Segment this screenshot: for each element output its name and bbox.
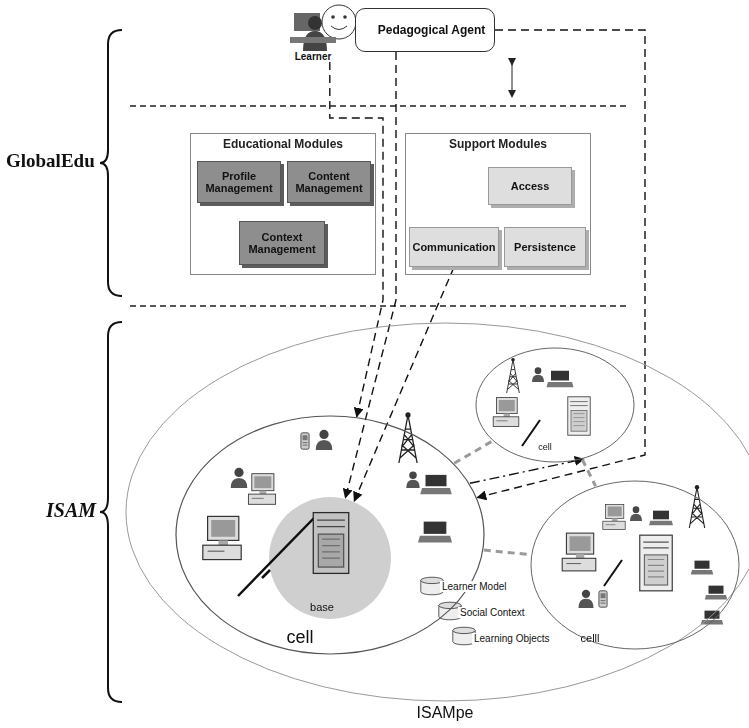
module-box: Profile Management [197,161,281,203]
antenna-tower [689,485,704,528]
label-holder: Social Context [458,602,526,620]
module-group: Educational ModulesProfile ManagementCon… [190,133,376,275]
database-label: Learner Model [440,581,508,592]
module-group: Support ModulesAccessCommunication Persis… [405,133,591,275]
database-label: Social Context [458,607,526,618]
computer-icon [203,516,241,559]
connector [454,441,492,463]
node-label: Persistence [514,241,576,253]
antenna-tower [399,412,417,463]
person-icon [630,506,642,521]
ellipse-shape [126,323,749,701]
ellipse-outline [125,322,749,702]
layer-label: GlobalEdu [4,150,97,171]
connector [354,267,454,501]
laptop-icon [705,586,728,600]
ellipse-outline [475,347,635,463]
person-icon [532,367,544,382]
brace [100,30,122,296]
computer-icon [493,398,519,427]
laptop-icon [649,511,673,526]
laptop-icon [547,371,574,388]
node-label: Profile Management [201,170,277,194]
node-label: Learner [293,51,334,62]
cell-ellipse: cell base [175,415,485,655]
database-label: Learning Objects [472,633,552,644]
computer-icon [562,533,596,571]
module-box: Content Management [287,161,371,203]
agent-box: Pedagogical Agent [355,8,495,52]
label-holder: ISAM [44,499,98,522]
ellipse-outline [530,480,740,650]
node-label: Content Management [291,170,367,194]
antenna-tower [507,358,520,393]
label-holder: GlobalEdu [4,150,97,172]
computer-icon [248,474,275,505]
ellipse-shape [269,497,391,619]
network-cable [522,420,540,446]
base-circle: base [268,496,392,620]
ellipse-shape [176,416,484,654]
node-label: celll [581,632,600,644]
node-label: cell [538,442,552,452]
node-label: ISAMpe [417,704,474,721]
cell-ellipse: cell [475,347,635,463]
node-label: base [310,601,334,613]
double-arrow [512,62,513,94]
separator-line [130,106,630,306]
laptop-icon [418,522,452,543]
connector [477,30,645,498]
group-title: Educational Modules [223,137,343,151]
phone-icon [301,433,309,449]
label-holder: ISAMpe [345,704,545,722]
cell-ellipse: celll [530,480,740,650]
label-holder: cell [445,436,645,454]
connector [484,550,531,555]
network-cable [604,560,622,586]
laptop-icon [691,561,714,575]
laptop-icon [420,475,452,494]
label-holder: base [222,597,422,615]
ellipse-shape [531,481,739,649]
label-holder: cell [200,627,400,648]
phone-icon [599,591,607,607]
label-holder: Learner Model [440,576,508,594]
module-box: Access [488,167,572,205]
connector [470,459,584,483]
node-label: Context Management [243,231,321,255]
environment-ellipse: ISAMpe cell base cell celll [125,322,749,726]
person-icon [231,468,248,488]
connector [582,460,595,487]
group-title: Support Modules [449,137,547,151]
server-icon [568,397,590,435]
person-icon [579,590,594,608]
node-label: Pedagogical Agent [378,23,486,37]
brace [100,322,122,702]
label-holder: Learning Objects [472,628,552,646]
computer-icon [603,504,625,529]
node-label: Access [511,180,550,192]
ellipse-shape [476,348,634,462]
node-label: cell [286,627,313,647]
module-box: Communication [409,227,499,267]
learner-icon [288,11,338,51]
title-holder: Support Modules [406,137,590,151]
title-holder: Educational Modules [191,137,375,151]
learner-actor: Learner [283,4,343,62]
module-box: Context Management [239,221,325,265]
person-icon [406,472,420,489]
smiley [322,5,356,39]
server-icon [640,535,672,591]
node-label: Communication [412,241,495,253]
layer-label: ISAM [44,499,98,521]
module-box: Persistence [504,227,586,267]
person-icon [316,430,333,450]
